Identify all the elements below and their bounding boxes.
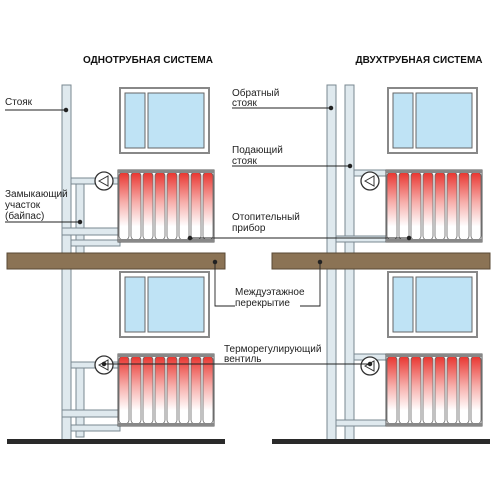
radiator-section — [470, 355, 482, 425]
title-two-pipe: ДВУХТРУБНАЯ СИСТЕМА — [355, 55, 482, 66]
callout-labels: Стояк Замыкающий участок (байпас) Обратн… — [5, 87, 321, 365]
radiator-section — [130, 171, 142, 241]
radiator-section — [470, 171, 482, 241]
label-bypass-line2: участок — [5, 200, 41, 211]
radiator-section — [398, 171, 410, 241]
radiator-section — [386, 355, 398, 425]
window-lower-right — [387, 271, 478, 338]
radiator-section — [446, 355, 458, 425]
label-bypass-line3: (байпас) — [5, 210, 44, 222]
label-floor-line1: Междуэтажное — [235, 287, 305, 298]
two-pipe-system — [271, 84, 491, 444]
radiator-lower-right — [385, 353, 483, 427]
leader-lines — [5, 105, 412, 367]
radiator-section — [386, 171, 398, 241]
radiator-section — [202, 171, 214, 241]
radiator-section — [154, 355, 166, 425]
radiator-upper-left — [117, 169, 215, 243]
ground-line-left — [7, 439, 225, 444]
label-heater-line1: Отопительный — [232, 212, 300, 223]
radiator-section — [434, 355, 446, 425]
label-floor-line2: перекрытие — [235, 298, 290, 309]
label-riser: Стояк — [5, 97, 33, 108]
window-lower-left — [119, 271, 210, 338]
radiator-section — [398, 355, 410, 425]
valve-upper-right — [360, 171, 380, 191]
radiator-section — [410, 355, 422, 425]
radiator-section — [118, 355, 130, 425]
window-upper-right — [387, 87, 478, 154]
radiator-section — [178, 355, 190, 425]
radiator-section — [458, 355, 470, 425]
radiator-section — [142, 355, 154, 425]
label-valve-line1: Терморегулирующий — [224, 344, 321, 355]
radiator-section — [458, 171, 470, 241]
label-return-riser-line2: стояк — [232, 98, 257, 109]
ground-line-right — [272, 439, 490, 444]
label-bypass-line1: Замыкающий — [5, 189, 68, 200]
label-heater-line2: прибор — [232, 222, 266, 234]
valve-upper-left — [94, 171, 114, 191]
radiator-lower-left — [117, 353, 215, 427]
radiator-section — [154, 171, 166, 241]
floor-slab-right — [271, 252, 491, 270]
radiator-section — [190, 355, 202, 425]
radiator-section — [410, 171, 422, 241]
single-pipe-system — [6, 84, 226, 444]
radiator-section — [202, 355, 214, 425]
radiator-section — [446, 171, 458, 241]
title-single-pipe: ОДНОТРУБНАЯ СИСТЕМА — [83, 55, 213, 66]
radiator-section — [178, 171, 190, 241]
radiator-section — [166, 171, 178, 241]
label-return-riser-line1: Обратный — [232, 87, 279, 99]
label-supply-riser-line2: стояк — [232, 156, 257, 167]
radiator-section — [422, 171, 434, 241]
radiator-section — [190, 171, 202, 241]
radiator-section — [118, 171, 130, 241]
label-valve-line2: вентиль — [224, 354, 262, 365]
radiator-section — [142, 171, 154, 241]
radiator-section — [166, 355, 178, 425]
window-upper-left — [119, 87, 210, 154]
radiator-section — [422, 355, 434, 425]
radiator-section — [130, 355, 142, 425]
label-supply-riser-line1: Подающий — [232, 145, 283, 156]
radiator-section — [434, 171, 446, 241]
radiator-upper-right — [385, 169, 483, 243]
floor-slab-left — [6, 252, 226, 270]
